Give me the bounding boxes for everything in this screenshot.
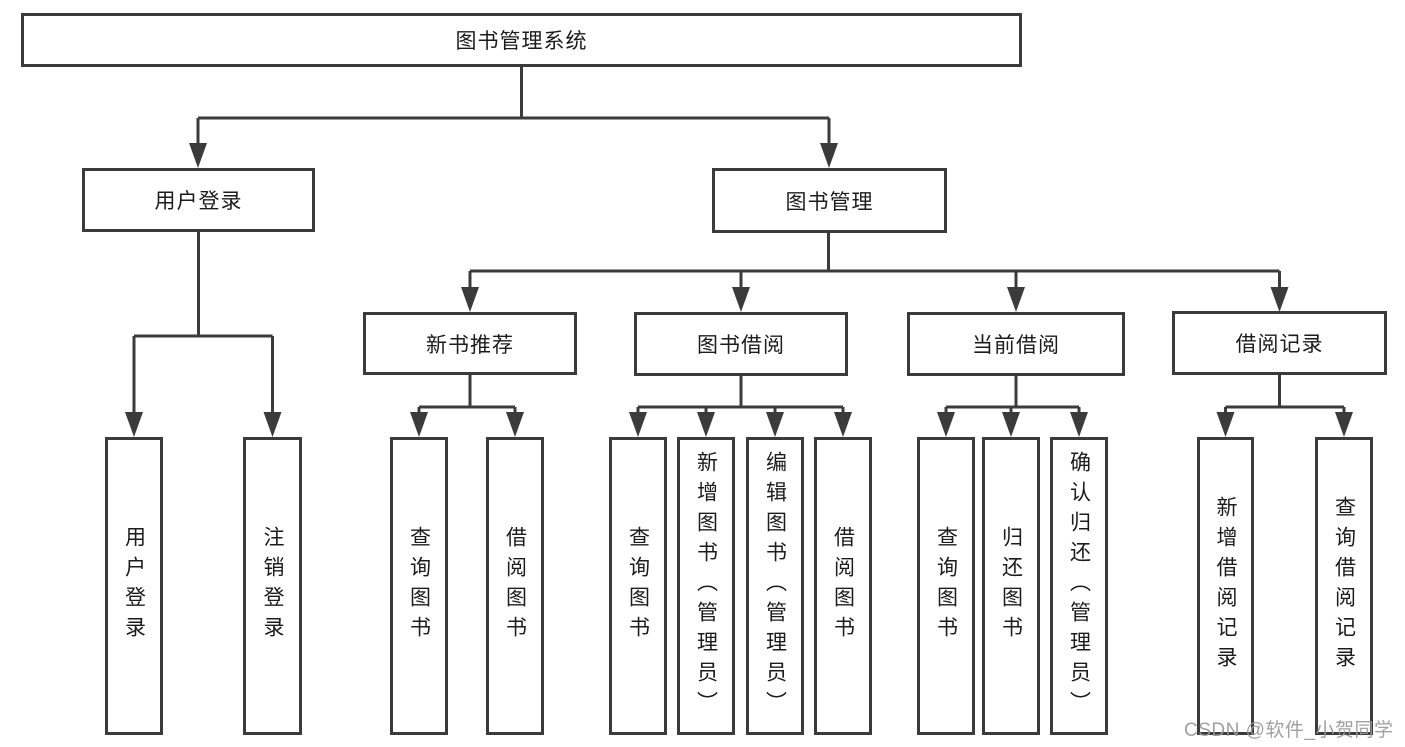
leaf-logout-label: 注销登录 — [261, 526, 284, 646]
leaf-borrow-books-2-label: 借阅图书 — [831, 526, 855, 646]
leaf-confirm-return-admin-label: 确认归还（管理员） — [1067, 451, 1091, 721]
leaf-add-book-admin: 新增图书（管理员） — [677, 437, 735, 735]
leaf-query-books-1: 查询图书 — [390, 437, 448, 735]
node-borrow-record: 借阅记录 — [1172, 311, 1387, 375]
connector-bookmgmt-to-level3 — [468, 233, 1281, 304]
connector-bookborrow-to-leaves — [636, 376, 845, 429]
leaf-edit-book-admin: 编辑图书（管理员） — [746, 437, 804, 735]
node-new-book-recommend-label: 新书推荐 — [426, 333, 514, 357]
connector-newbook-to-leaves — [417, 375, 517, 429]
node-root-label: 图书管理系统 — [455, 30, 588, 53]
leaf-logout: 注销登录 — [243, 437, 302, 735]
leaf-user-login-label: 用户登录 — [122, 526, 146, 646]
leaf-query-books-1-label: 查询图书 — [407, 526, 431, 646]
node-user-login: 用户登录 — [82, 168, 315, 232]
leaf-edit-book-admin-label: 编辑图书（管理员） — [763, 451, 787, 721]
node-book-management: 图书管理 — [712, 168, 947, 233]
leaf-borrow-books-2: 借阅图书 — [814, 437, 872, 735]
leaf-query-books-2: 查询图书 — [609, 437, 667, 735]
node-current-borrow-label: 当前借阅 — [972, 334, 1060, 357]
leaf-query-borrow-record-label: 查询借阅记录 — [1332, 496, 1356, 676]
connector-borrowrecord-to-leaves — [1224, 375, 1346, 429]
leaf-query-books-3-label: 查询图书 — [934, 526, 958, 646]
leaf-return-book-label: 归还图书 — [999, 526, 1023, 646]
leaf-add-book-admin-label: 新增图书（管理员） — [694, 451, 718, 721]
leaf-return-book: 归还图书 — [982, 437, 1040, 735]
node-book-management-label: 图书管理 — [785, 190, 874, 214]
arrowheads — [125, 143, 1353, 437]
connector-root-to-level2 — [196, 66, 831, 160]
leaf-add-borrow-record: 新增借阅记录 — [1197, 437, 1254, 735]
leaf-borrow-books-1-label: 借阅图书 — [503, 526, 527, 646]
node-book-borrow: 图书借阅 — [634, 312, 848, 376]
node-current-borrow: 当前借阅 — [907, 312, 1125, 376]
connector-userlogin-to-leaves — [132, 232, 274, 429]
leaf-query-borrow-record: 查询借阅记录 — [1315, 437, 1373, 735]
node-root: 图书管理系统 — [21, 13, 1022, 67]
leaf-borrow-books-1: 借阅图书 — [486, 437, 544, 735]
leaf-add-borrow-record-label: 新增借阅记录 — [1214, 496, 1237, 676]
node-user-login-label: 用户登录 — [154, 190, 243, 213]
csdn-watermark: CSDN @软件_小贺同学 — [1184, 720, 1394, 741]
node-borrow-record-label: 借阅记录 — [1235, 333, 1324, 356]
leaf-confirm-return-admin: 确认归还（管理员） — [1050, 437, 1108, 735]
leaf-user-login: 用户登录 — [105, 437, 163, 735]
node-new-book-recommend: 新书推荐 — [363, 312, 577, 375]
node-book-borrow-label: 图书借阅 — [697, 334, 785, 357]
leaf-query-books-3: 查询图书 — [917, 437, 975, 735]
leaf-query-books-2-label: 查询图书 — [626, 526, 650, 646]
